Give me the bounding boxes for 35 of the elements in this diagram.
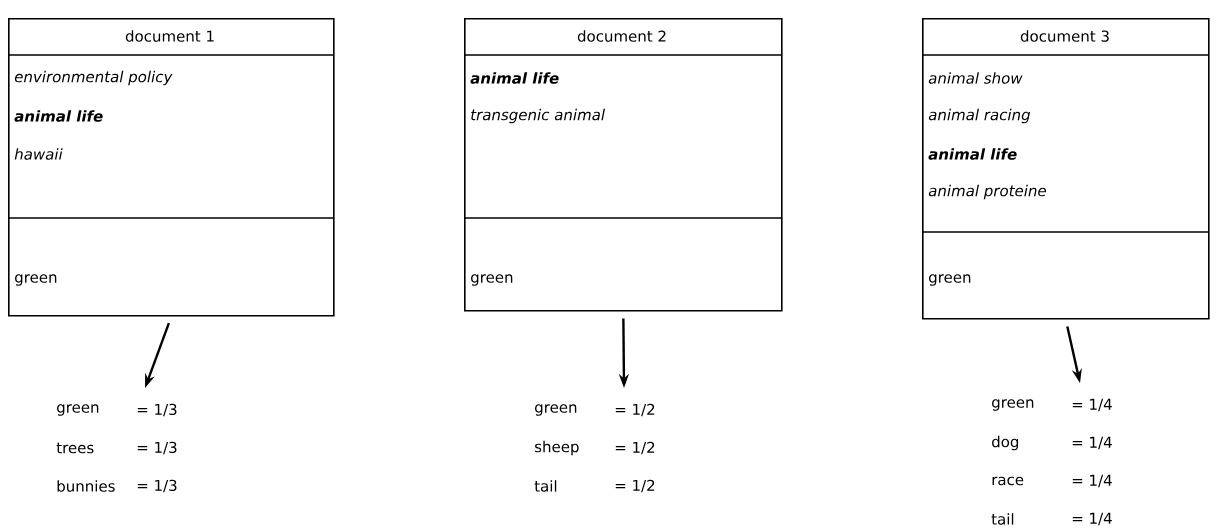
document-title: document 3 (1020, 30, 1109, 42)
term-label: dog (992, 435, 1019, 451)
term-label: race (992, 476, 1024, 486)
term-text: transgenic animal (471, 108, 605, 124)
score-value: = 1/3 (137, 441, 177, 455)
score-value: = 1/3 (137, 403, 177, 417)
score-value: = 1/2 (615, 403, 655, 417)
term-text: animal show (928, 72, 1023, 84)
term-text: environmental policy (14, 70, 173, 86)
term-label: tail (991, 513, 1014, 525)
term-text: animal life (928, 148, 1017, 160)
document-title: document 2 (577, 30, 666, 42)
term-label: green (57, 404, 99, 416)
score-value: = 1/4 (1072, 436, 1112, 450)
score-value: = 1/2 (615, 441, 655, 455)
score-value: = 1/3 (137, 479, 177, 493)
term-text: animal racing (928, 108, 1031, 124)
term-text: animal life (470, 72, 559, 84)
tag-text: green (15, 274, 57, 286)
score-value: = 1/4 (1072, 398, 1112, 412)
term-label: green (992, 399, 1034, 411)
document-title: document 1 (125, 30, 214, 42)
term-text: hawaii (14, 148, 63, 160)
term-label: trees (56, 442, 94, 454)
term-text: animal life (14, 110, 103, 122)
score-value: = 1/4 (1072, 512, 1112, 526)
term-label: tail (534, 480, 557, 492)
term-label: green (535, 404, 577, 416)
score-value: = 1/2 (615, 479, 655, 493)
score-value: = 1/4 (1072, 474, 1112, 488)
term-label: sheep (535, 440, 579, 456)
tag-text: green (929, 274, 971, 286)
term-text: animal proteine (928, 184, 1046, 200)
tag-text: green (471, 274, 513, 286)
term-label: bunnies (57, 480, 115, 492)
